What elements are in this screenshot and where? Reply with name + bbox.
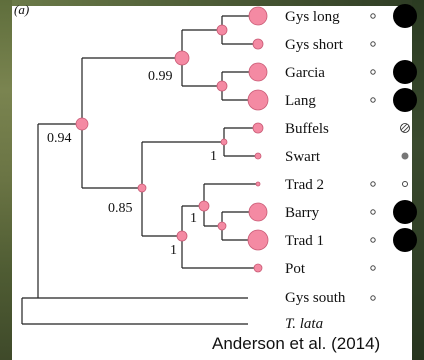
trait2-barry <box>393 200 417 224</box>
branch-node-trad <box>142 206 258 269</box>
tip-circle-gys-short <box>252 38 264 50</box>
node-circle-099 <box>174 50 190 66</box>
trait2-garcia <box>393 60 417 84</box>
branch-root <box>21 298 248 325</box>
internal-nodes <box>75 24 228 242</box>
tip-circle-trad2 <box>255 181 261 187</box>
support-value-085: 0.85 <box>108 201 133 216</box>
tip-circle-pot <box>253 263 263 273</box>
background-photo-left <box>0 0 12 360</box>
figure-credit: Anderson et al. (2014) <box>212 334 380 353</box>
node-circle-gys <box>216 24 228 36</box>
trait1-trad2 <box>370 181 376 187</box>
node-circle-trad-group <box>176 230 188 242</box>
branch-barry-trad1 <box>204 211 258 241</box>
taxon-label-t-lata: T. lata <box>285 316 323 332</box>
tip-nodes <box>247 6 269 273</box>
tip-circle-buffels <box>252 122 264 134</box>
support-value-trad2-group: 1 <box>190 211 197 226</box>
taxon-labels: Gys long Gys short Garcia Lang Buffels S… <box>285 9 346 332</box>
node-circle-085 <box>137 183 147 193</box>
support-values: 0.99 0.94 1 0.85 1 1 <box>47 69 217 258</box>
support-value-099: 0.99 <box>148 69 173 84</box>
tree-branches <box>21 15 258 325</box>
trait1-gys-south <box>370 295 376 301</box>
branch-gys-pair <box>182 15 258 45</box>
tip-circle-garcia <box>248 62 268 82</box>
node-circle-barry-trad1 <box>217 221 227 231</box>
taxon-label-lang: Lang <box>285 93 316 109</box>
branch-node-085 <box>82 142 143 236</box>
trait1-gys-short <box>370 41 376 47</box>
taxon-label-swart: Swart <box>285 149 321 165</box>
taxon-label-garcia: Garcia <box>285 65 325 81</box>
node-circle-root-094 <box>75 117 89 131</box>
background-photo-top <box>12 0 412 6</box>
tip-circle-gys-long <box>248 6 268 26</box>
trait2-lang <box>393 88 417 112</box>
taxon-label-trad1: Trad 1 <box>285 233 324 249</box>
trait2-gys-long <box>393 4 417 28</box>
trait1-gys-long <box>370 13 376 19</box>
taxon-label-gys-short: Gys short <box>285 37 344 53</box>
panel-label: (a) <box>14 2 29 17</box>
taxon-label-barry: Barry <box>285 205 320 221</box>
taxon-label-trad2: Trad 2 <box>285 177 324 193</box>
background-photo-right <box>412 0 424 360</box>
branch-trad2-group <box>182 183 258 226</box>
node-circle-buffels-swart <box>220 138 228 146</box>
trait2-buffels <box>400 123 410 133</box>
taxon-label-gys-south: Gys south <box>285 290 346 306</box>
trait1-barry <box>370 209 376 215</box>
trait-column-1 <box>370 13 376 301</box>
node-circle-trad2 <box>198 200 210 212</box>
support-value-buffels-swart: 1 <box>210 149 217 164</box>
trait1-lang <box>370 97 376 103</box>
branch-node-094 <box>38 58 83 188</box>
taxon-label-pot: Pot <box>285 261 306 277</box>
tip-circle-trad1 <box>247 229 269 251</box>
trait2-trad1 <box>393 228 417 252</box>
support-value-trad-group: 1 <box>170 243 177 258</box>
tip-circle-swart <box>254 152 262 160</box>
support-value-094: 0.94 <box>47 131 72 146</box>
branch-gys-south-split <box>22 124 248 299</box>
trait-column-2 <box>393 4 417 252</box>
node-circle-garcia-lang <box>216 80 228 92</box>
trait1-pot <box>370 265 376 271</box>
taxon-label-gys-long: Gys long <box>285 9 340 25</box>
trait2-trad2 <box>402 181 408 187</box>
taxon-label-buffels: Buffels <box>285 121 329 137</box>
tip-circle-lang <box>247 89 269 111</box>
trait1-garcia <box>370 69 376 75</box>
branch-buffels-swart <box>142 127 258 157</box>
tip-circle-barry <box>248 202 268 222</box>
trait2-swart <box>401 152 409 160</box>
branch-garcia-lang <box>182 71 258 101</box>
trait1-trad1 <box>370 237 376 243</box>
